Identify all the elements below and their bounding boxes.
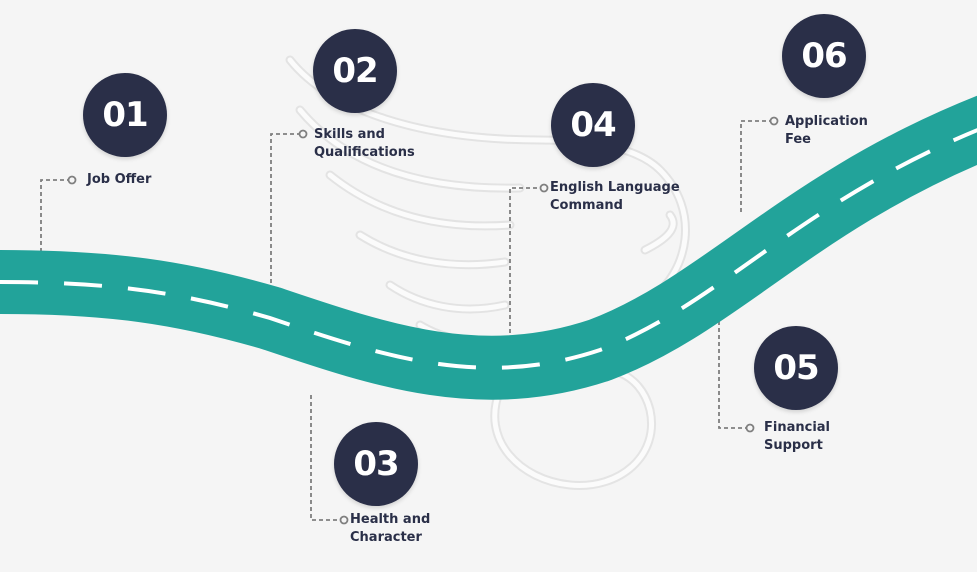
step-05-label-line1: Financial	[764, 420, 831, 435]
step-04-label: English Language Command	[550, 179, 680, 215]
connector-end-02	[298, 129, 308, 139]
step-03-label: Health and Character	[350, 511, 430, 547]
connector-step-04	[509, 187, 540, 340]
step-06-label: Application Fee	[785, 113, 868, 149]
step-02-label-line2: Qualifications	[314, 145, 415, 160]
step-05-label-line2: Support	[764, 438, 823, 453]
step-06-label-line1: Application	[785, 114, 868, 129]
step-03-badge: 03	[334, 422, 418, 506]
step-01-badge: 01	[83, 73, 167, 157]
connector-step-06	[740, 120, 770, 212]
connector-endpoints	[67, 116, 779, 525]
step-04-label-line1: English Language	[550, 180, 680, 195]
step-06-badge: 06	[782, 14, 866, 98]
step-04-label-line2: Command	[550, 198, 623, 213]
connector-step-01	[40, 179, 68, 252]
step-04-badge: 04	[551, 83, 635, 167]
connector-step-02	[270, 133, 299, 318]
connector-end-06	[769, 116, 779, 126]
step-06-label-line2: Fee	[785, 132, 811, 147]
step-01-label-line1: Job Offer	[87, 172, 152, 187]
connector-end-03	[339, 515, 349, 525]
step-03-label-line2: Character	[350, 530, 422, 545]
step-01-label: Job Offer	[87, 171, 151, 189]
step-02-label-line1: Skills and	[314, 127, 385, 142]
step-05-label: Financial Support	[764, 419, 830, 455]
step-03-label-line1: Health and	[350, 512, 431, 527]
step-02-badge: 02	[313, 29, 397, 113]
road	[0, 95, 977, 400]
step-02-label: Skills and Qualifications	[314, 126, 415, 162]
step-05-badge: 05	[754, 326, 838, 410]
connector-step-05	[718, 300, 746, 429]
road-center-dashes	[0, 128, 977, 370]
connector-end-01	[67, 175, 77, 185]
connectors	[40, 120, 770, 521]
connector-end-04	[539, 183, 549, 193]
connector-end-05	[745, 423, 755, 433]
